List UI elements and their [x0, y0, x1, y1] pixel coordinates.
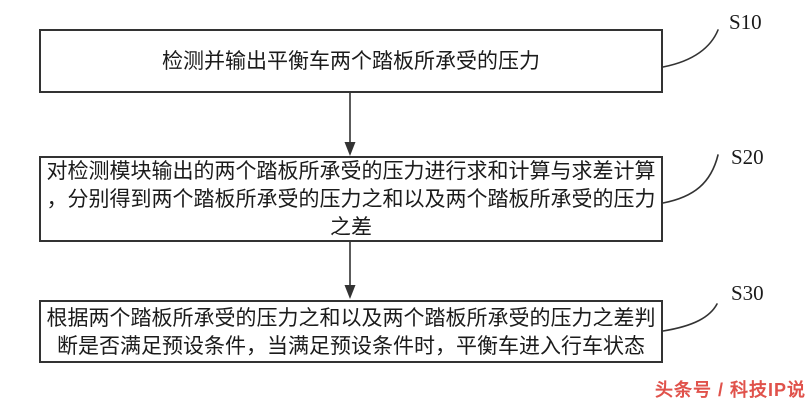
step-connector-s20 — [662, 154, 719, 204]
flow-step-box-2: 对检测模块输出的两个踏板所承受的压力进行求和计算与求差计算 ，分别得到两个踏板所… — [39, 156, 663, 242]
flow-step-box-3: 根据两个踏板所承受的压力之和以及两个踏板所承受的压力之差判 断是否满足预设条件，… — [39, 300, 663, 363]
watermark: 头条号 / 科技IP说 — [654, 380, 806, 400]
step-connector-s30 — [662, 303, 718, 332]
flow-step-box-1: 检测并输出平衡车两个踏板所承受的压力 — [39, 29, 663, 93]
step-label-s10: S10 — [729, 10, 762, 34]
flow-step-2-text: 对检测模块输出的两个踏板所承受的压力进行求和计算与求差计算 ，分别得到两个踏板所… — [46, 159, 656, 239]
flow-step-3-text: 根据两个踏板所承受的压力之和以及两个踏板所承受的压力之差判 断是否满足预设条件，… — [46, 305, 656, 358]
flow-step-1-text: 检测并输出平衡车两个踏板所承受的压力 — [162, 49, 540, 73]
arrow-down-2 — [344, 241, 356, 299]
arrow-down-1 — [344, 92, 356, 156]
step-label-s20: S20 — [731, 145, 764, 169]
step-label-s30: S30 — [731, 281, 764, 305]
step-connector-s10 — [662, 29, 719, 68]
